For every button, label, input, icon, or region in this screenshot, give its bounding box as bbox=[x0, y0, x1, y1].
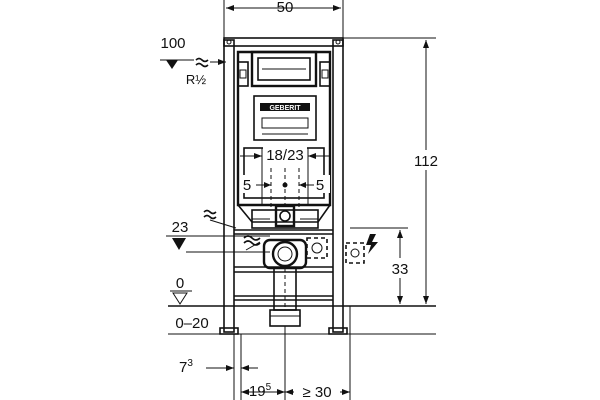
finished-floor-line: 0 0–20 bbox=[168, 275, 436, 335]
flush-pipe-connection bbox=[251, 204, 319, 229]
drain-outlet bbox=[262, 238, 308, 327]
water-level-marker: 100 R½ bbox=[160, 35, 226, 87]
flush-spacing-label: 18/23 bbox=[266, 147, 304, 164]
brand-logo: GEBERIT bbox=[269, 105, 301, 112]
pipe-offset-base: 19 bbox=[249, 383, 266, 400]
frame-width-label: 50 bbox=[277, 0, 294, 16]
socket-height-dimension: 33 bbox=[350, 227, 414, 304]
brand-logo-text: GEBERIT bbox=[269, 105, 301, 112]
water-wave-icon bbox=[195, 57, 209, 68]
right-offset-label: 5 bbox=[316, 177, 324, 194]
socket-height-label: 33 bbox=[392, 261, 409, 278]
floor-level-label: 0 bbox=[176, 275, 184, 292]
frame-height-dimension: 112 bbox=[343, 37, 442, 307]
cistern bbox=[236, 50, 332, 223]
left-offset-label: 5 bbox=[243, 177, 251, 194]
frame-height-label: 112 bbox=[414, 153, 438, 170]
water-level-label: 100 bbox=[160, 35, 185, 52]
foot-offset-sup: 3 bbox=[187, 358, 193, 369]
frame-width-dimension: 50 bbox=[223, 0, 344, 40]
inlet-level-marker: 23 bbox=[166, 209, 270, 253]
foot-offset-label: 73 bbox=[179, 358, 193, 376]
wall-clearance-label: ≥ 30 bbox=[302, 384, 331, 400]
pipe-offset-sup: 5 bbox=[266, 382, 272, 393]
foot-offset-base: 7 bbox=[179, 359, 187, 376]
inlet-level-label: 23 bbox=[172, 219, 189, 236]
supply-wave-icon bbox=[203, 209, 217, 220]
center-offsets: 5 5 bbox=[240, 168, 330, 210]
electricity-icon bbox=[366, 234, 378, 254]
floor-range-label: 0–20 bbox=[175, 315, 208, 332]
flush-spacing-dimension: 18/23 bbox=[240, 146, 330, 205]
thread-label: R½ bbox=[186, 72, 206, 87]
pipe-offset-label: 195 bbox=[249, 382, 272, 400]
bottom-dimensions: 73 195 ≥ 30 bbox=[179, 306, 351, 400]
